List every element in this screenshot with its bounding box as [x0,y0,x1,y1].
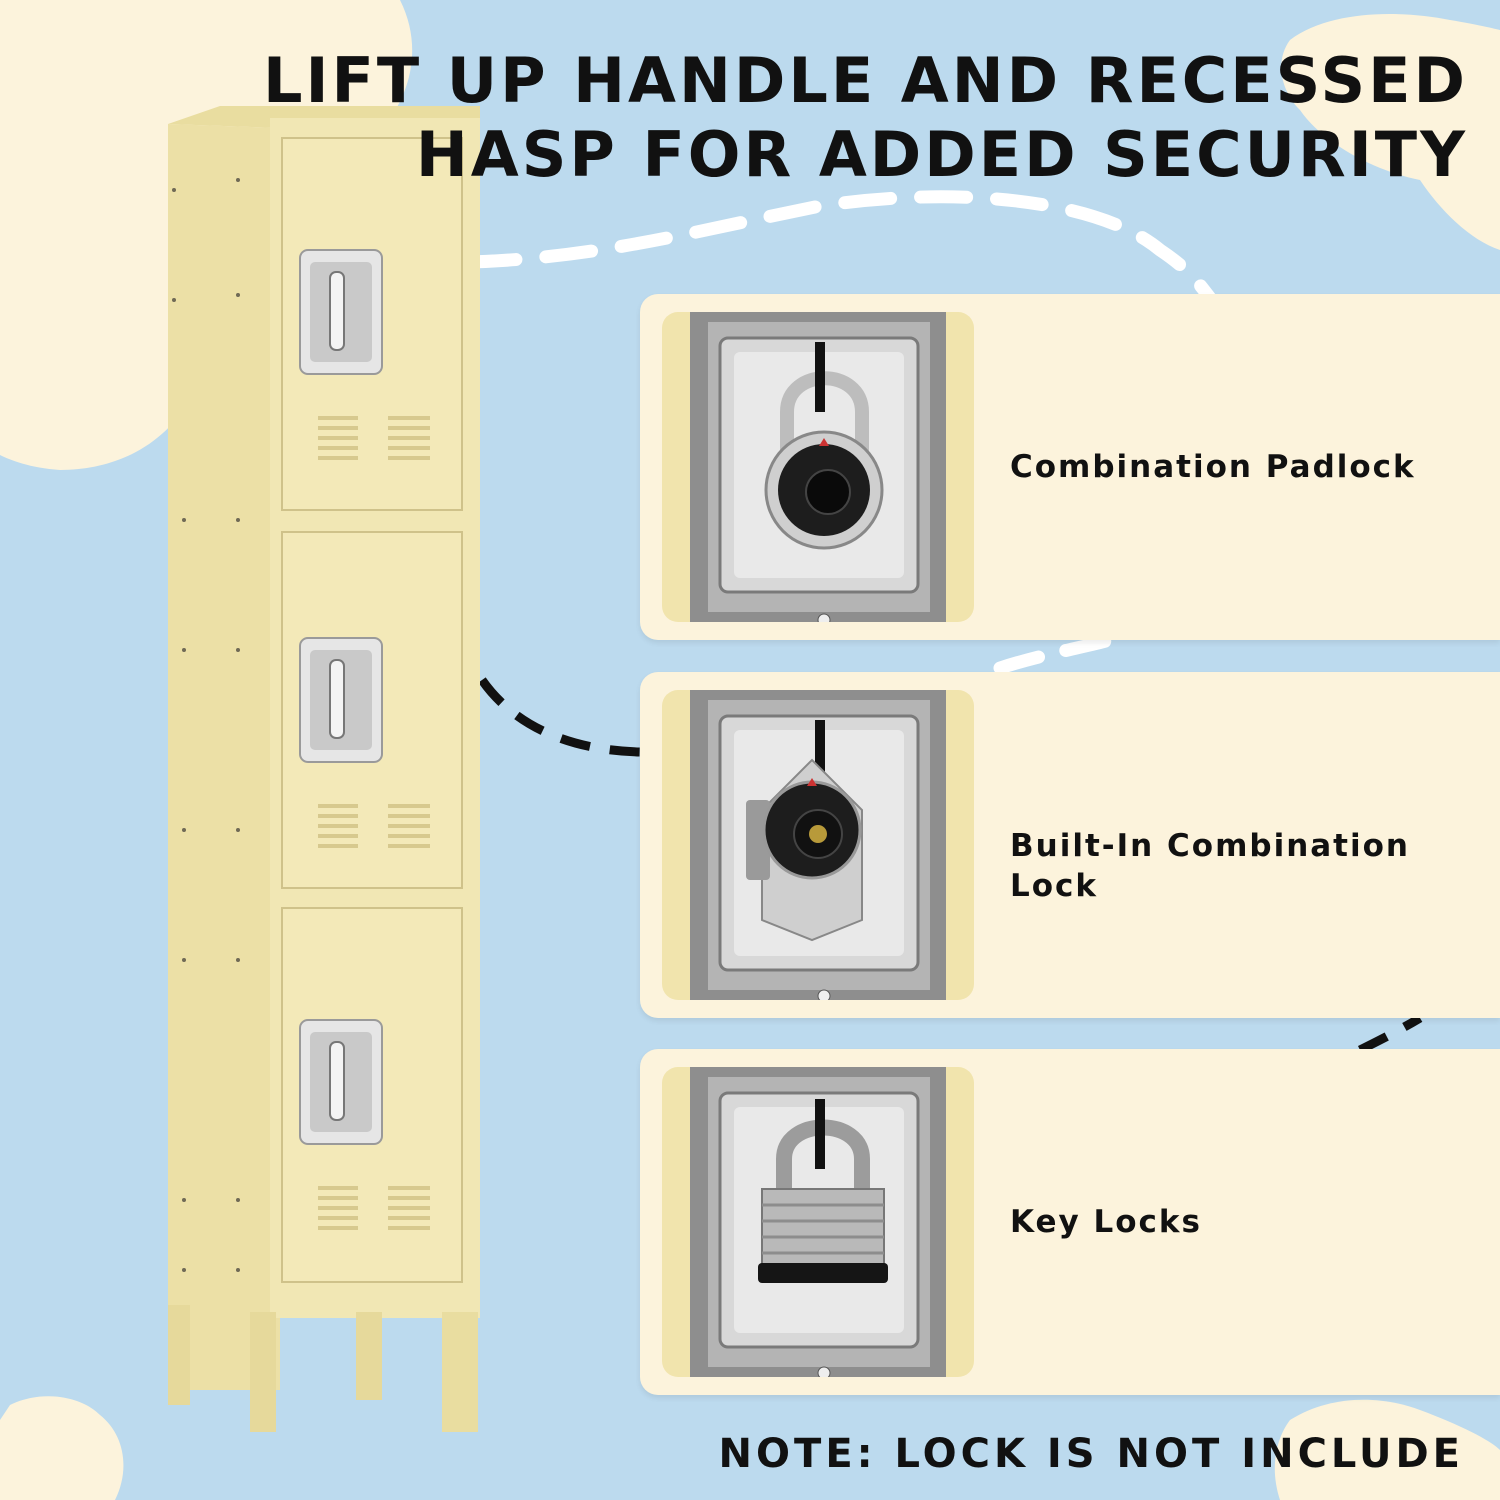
lock-option-label: Key Locks [1010,1204,1202,1240]
note-text: NOTE: LOCK IS NOT INCLUDE [718,1431,1464,1477]
headline: LIFT UP HANDLE AND RECESSED HASP FOR ADD… [263,44,1468,192]
lock-option-label: Built-In Combination Lock [1010,828,1410,904]
black-dashed-path-right [1357,1014,1423,1055]
lock-photo-frame [662,690,974,1000]
combination-padlock-icon [690,312,946,622]
cream-cloud-bottom-right [1274,1399,1500,1500]
locker-illustration [168,106,480,1432]
lock-option-card-built-in-combination-lock: Built-In Combination Lock [640,672,1500,1018]
cream-cloud-bottom-left [0,1396,124,1500]
white-dashed-path-top [463,190,1217,305]
white-dashed-path-mid [993,633,1117,675]
headline-line-2: HASP FOR ADDED SECURITY [415,118,1468,191]
lock-option-card-key-locks: Key Locks [640,1049,1500,1395]
black-dashed-path-left [478,677,641,757]
locker-door-middle [281,531,463,889]
lock-option-label: Combination Padlock [1010,449,1416,485]
built-in-combination-lock-icon [690,690,946,1000]
locker-door-bottom [281,907,463,1283]
lock-photo-frame [662,1067,974,1377]
lock-option-card-combination-padlock: Combination Padlock [640,294,1500,640]
lock-photo-frame [662,312,974,622]
cream-cloud-top-right [1281,14,1500,250]
locker-door-top [281,137,463,511]
headline-line-1: LIFT UP HANDLE AND RECESSED [262,44,1468,117]
key-padlock-icon [690,1067,946,1377]
